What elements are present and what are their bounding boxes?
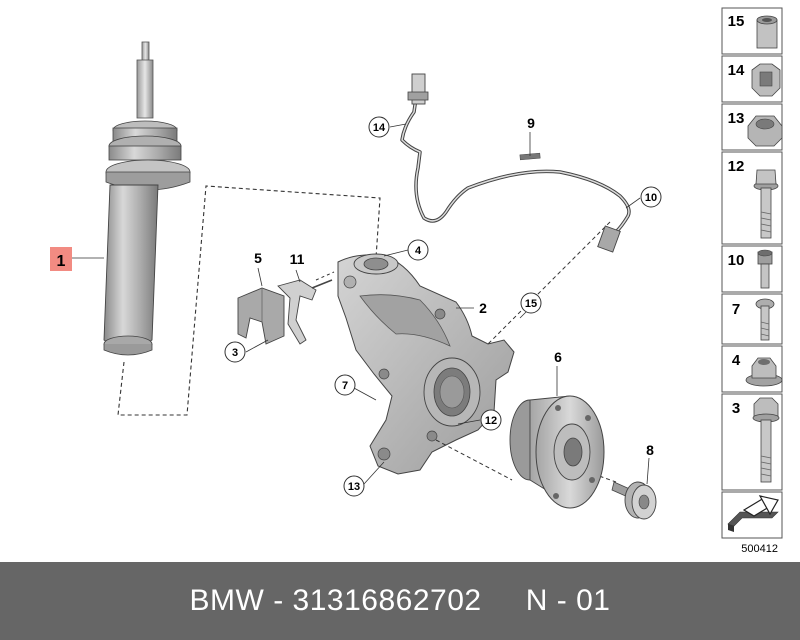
bracket-part[interactable]: [237, 287, 285, 345]
callout-14[interactable]: 14: [373, 122, 386, 134]
part-number: 31316862702: [292, 584, 482, 617]
wheel-hub[interactable]: [509, 395, 605, 509]
nut-icon: [747, 115, 783, 147]
callout-circle: [520, 292, 542, 314]
position-code: N - 01: [525, 584, 611, 617]
cable-clip-icon: [751, 63, 781, 97]
callout-9[interactable]: 9: [527, 115, 535, 131]
legend-num-7[interactable]: 7: [732, 301, 740, 318]
separator: -: [264, 584, 293, 617]
callout-circle: [343, 475, 365, 497]
sleeve-icon: [756, 15, 778, 49]
legend-num-3[interactable]: 3: [732, 400, 740, 417]
direction-arrow-icon: [727, 495, 779, 532]
callout-12[interactable]: 12: [485, 415, 497, 427]
callout-15[interactable]: 15: [525, 298, 537, 310]
legend-num-12[interactable]: 12: [728, 158, 745, 175]
callout-2[interactable]: 2: [479, 300, 487, 316]
clip-part[interactable]: [277, 279, 333, 345]
callout-1[interactable]: 1: [57, 253, 66, 270]
legend-num-13[interactable]: 13: [728, 110, 745, 127]
part-footer: BMW - 31316862702 N - 01: [0, 562, 800, 640]
callout-5[interactable]: 5: [254, 250, 262, 266]
shock-absorber[interactable]: [103, 41, 191, 356]
callout-8[interactable]: 8: [646, 442, 654, 458]
callout-6[interactable]: 6: [554, 349, 562, 365]
callout-11[interactable]: 11: [290, 251, 305, 267]
callout-circle: [407, 239, 429, 261]
parts-diagram: 1 5 11 3 2 4 7: [50, 7, 783, 555]
steering-knuckle[interactable]: [337, 253, 515, 475]
legend-panel: 15 14 13 12 10: [721, 7, 783, 539]
callout-10[interactable]: 10: [645, 192, 657, 204]
torx-bolt-icon: [755, 298, 775, 341]
callout-circle: [640, 186, 662, 208]
flange-nut-icon: [745, 357, 783, 387]
legend-num-14[interactable]: 14: [728, 62, 745, 79]
legend-num-10[interactable]: 10: [728, 252, 745, 269]
assembly-line: [117, 185, 381, 416]
hub-bolt[interactable]: [611, 481, 657, 520]
callout-13[interactable]: 13: [348, 481, 360, 493]
hex-bolt-icon: [752, 397, 780, 483]
assembly-line: [487, 221, 611, 345]
callout-7[interactable]: 7: [342, 380, 348, 392]
wheel-speed-sensor[interactable]: [400, 73, 631, 253]
flange-bolt-icon: [753, 169, 779, 239]
callout-circle: [224, 341, 246, 363]
socket-screw-icon: [757, 249, 773, 289]
assembly-line: [315, 271, 335, 281]
callout-circle: [334, 374, 356, 396]
spacer: [482, 584, 526, 617]
diagram-code: 500412: [741, 543, 778, 555]
callout-3[interactable]: 3: [232, 347, 238, 359]
highlight-box: [50, 247, 72, 271]
legend-box: [721, 151, 783, 245]
legend-num-15[interactable]: 15: [728, 13, 745, 30]
brand-name: BMW: [189, 584, 265, 617]
callout-circle: [368, 116, 390, 138]
callout-4[interactable]: 4: [415, 245, 422, 257]
legend-num-4[interactable]: 4: [732, 352, 741, 369]
assembly-line: [435, 439, 513, 481]
callout-circle: [480, 409, 502, 431]
